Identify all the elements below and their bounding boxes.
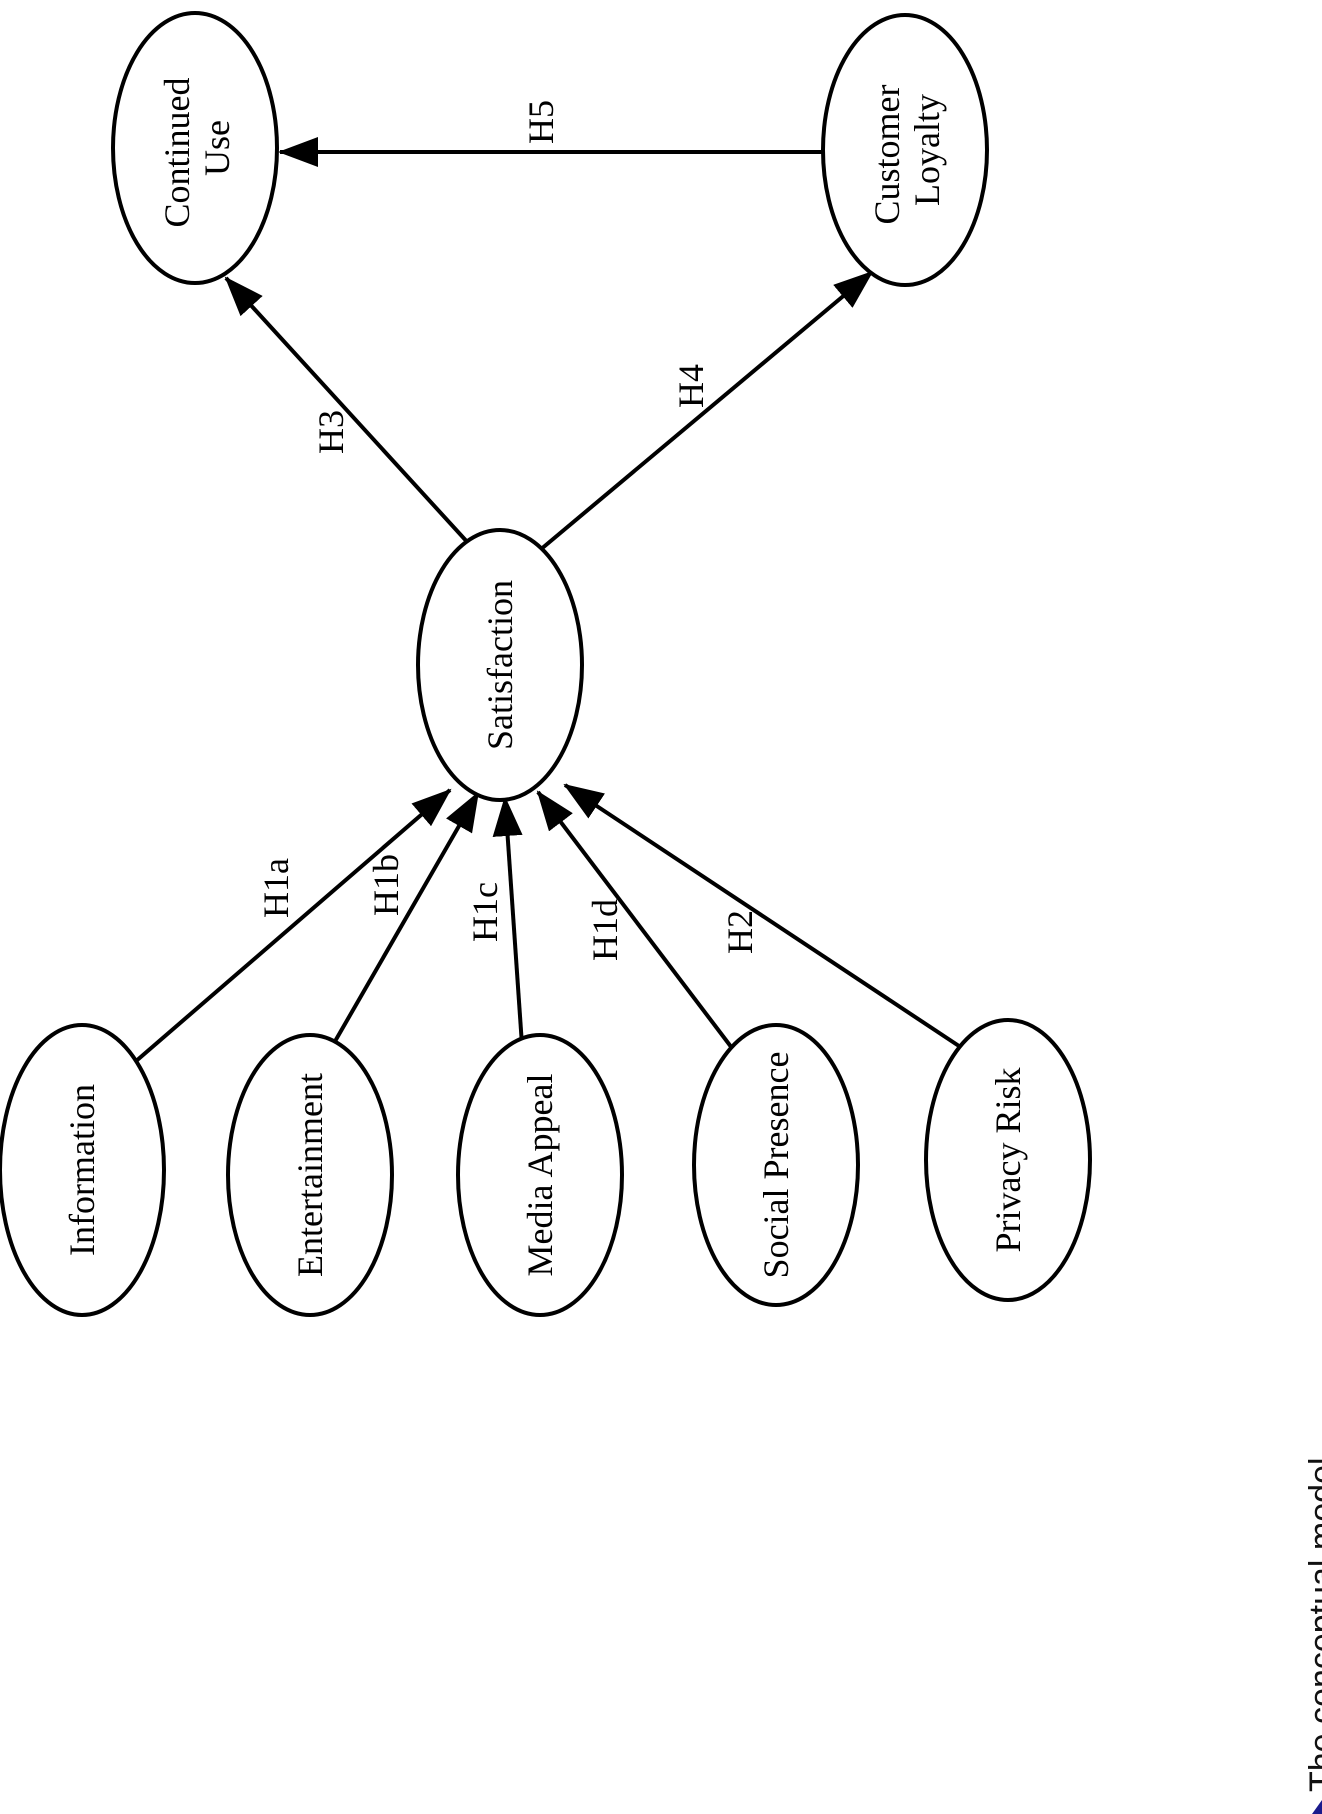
node-information: Information [0, 1023, 166, 1317]
svg-text:Continued Use: Continued Use [157, 69, 237, 228]
edge-label-h1a: H1a [256, 858, 296, 918]
node-customer-loyalty: Customer Loyalty [821, 13, 989, 287]
node-label: Satisfaction [480, 580, 520, 750]
node-label: Customer [867, 84, 907, 224]
figure-icon [1312, 1800, 1322, 1814]
node-label: Privacy Risk [988, 1068, 1028, 1253]
node-privacy-risk: Privacy Risk [924, 1018, 1092, 1302]
edge-label-h4: H4 [671, 364, 711, 408]
node-label: Continued [157, 78, 197, 228]
edge-label-h1c: H1c [465, 882, 505, 942]
node-continued-use: Continued Use [111, 11, 279, 285]
edge-label-h2: H2 [720, 910, 760, 954]
edge-label-h1d: H1d [585, 899, 625, 961]
edge-privacy-risk-satisfaction [563, 783, 967, 1052]
edge-satisfaction-continued-use [224, 276, 472, 547]
node-label: Entertainment [290, 1073, 330, 1277]
node-label: Social Presence [756, 1052, 796, 1279]
node-satisfaction: Satisfaction [416, 528, 584, 802]
node-label: Use [197, 120, 237, 176]
edge-label-h1b: H1b [366, 854, 406, 916]
node-label: Information [62, 1084, 102, 1256]
node-entertainment: Entertainment [226, 1033, 394, 1317]
edge-information-satisfaction [126, 788, 452, 1070]
node-label: Media Appeal [520, 1074, 560, 1277]
edge-media-appeal-satisfaction [492, 796, 524, 1046]
node-media-appeal: Media Appeal [456, 1033, 624, 1317]
edge-label-h5: H5 [521, 100, 561, 144]
svg-text:Customer Loyalty: Customer Loyalty [867, 76, 947, 225]
node-label: Loyalty [907, 94, 947, 206]
node-social-presence: Social Presence [692, 1023, 860, 1307]
edge-social-presence-satisfaction [536, 790, 737, 1054]
figure-caption: The conceptual model [1303, 1457, 1322, 1792]
edge-label-h3: H3 [311, 410, 351, 454]
edge-entertainment-satisfaction [328, 791, 480, 1051]
edge-satisfaction-customer-loyalty [538, 270, 874, 552]
